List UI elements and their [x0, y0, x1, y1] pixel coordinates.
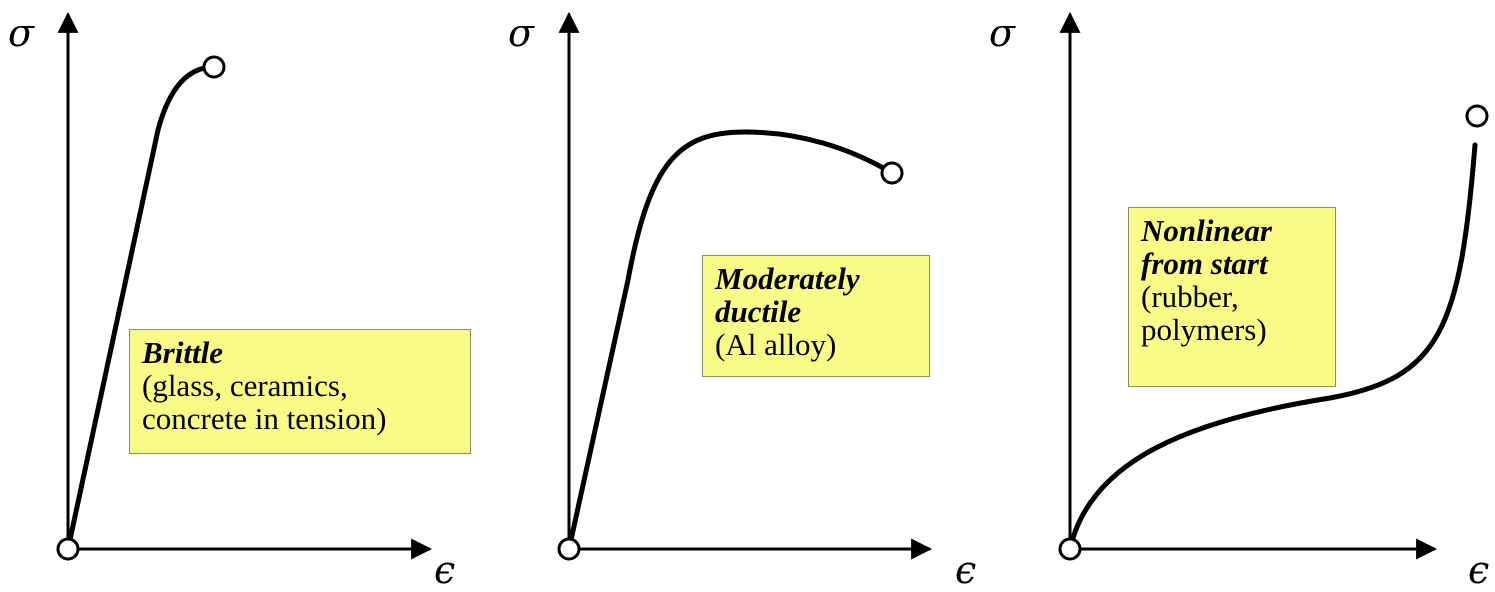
epsilon-axis-label: ϵ	[434, 548, 456, 592]
panel-moderately-ductile	[557, 11, 933, 561]
sigma-axis-label: σ	[989, 11, 1015, 55]
panel-nonlinear-from-start	[1058, 11, 1489, 561]
stress-strain-curve	[65, 64, 217, 552]
moderately-ductile-label-box: Moderately ductile (Al alloy)	[702, 255, 930, 377]
epsilon-axis-label: ϵ	[1468, 548, 1490, 592]
origin-marker	[56, 537, 80, 561]
box-sub-line: concrete in tension)	[142, 401, 387, 436]
box-title-line: Moderately	[715, 261, 860, 296]
origin-marker	[1058, 537, 1082, 561]
panel-brittle	[56, 11, 433, 561]
box-sub-line: polymers)	[1141, 312, 1267, 347]
nonlinear-label-box: Nonlinear from start (rubber, polymers)	[1128, 207, 1336, 387]
brittle-label-box: Brittle (glass, ceramics, concrete in te…	[129, 329, 471, 454]
epsilon-axis-label: ϵ	[955, 548, 977, 592]
stress-strain-curve	[566, 129, 895, 552]
fracture-point-marker	[880, 161, 904, 185]
box-title-line: from start	[1141, 246, 1268, 281]
sigma-axis-label: σ	[508, 11, 534, 55]
box-title-line: Nonlinear	[1141, 213, 1272, 248]
stress-strain-curve	[1067, 142, 1478, 552]
box-sub-line: (rubber,	[1141, 279, 1239, 314]
fracture-point-marker	[1465, 104, 1489, 128]
box-sub-line: (Al alloy)	[715, 327, 837, 362]
box-title-line: ductile	[715, 294, 802, 329]
sigma-axis-label: σ	[8, 11, 34, 55]
box-sub-line: (glass, ceramics,	[142, 368, 348, 403]
fracture-point-marker	[202, 55, 226, 79]
origin-marker	[557, 537, 581, 561]
box-title-line: Brittle	[142, 335, 223, 370]
